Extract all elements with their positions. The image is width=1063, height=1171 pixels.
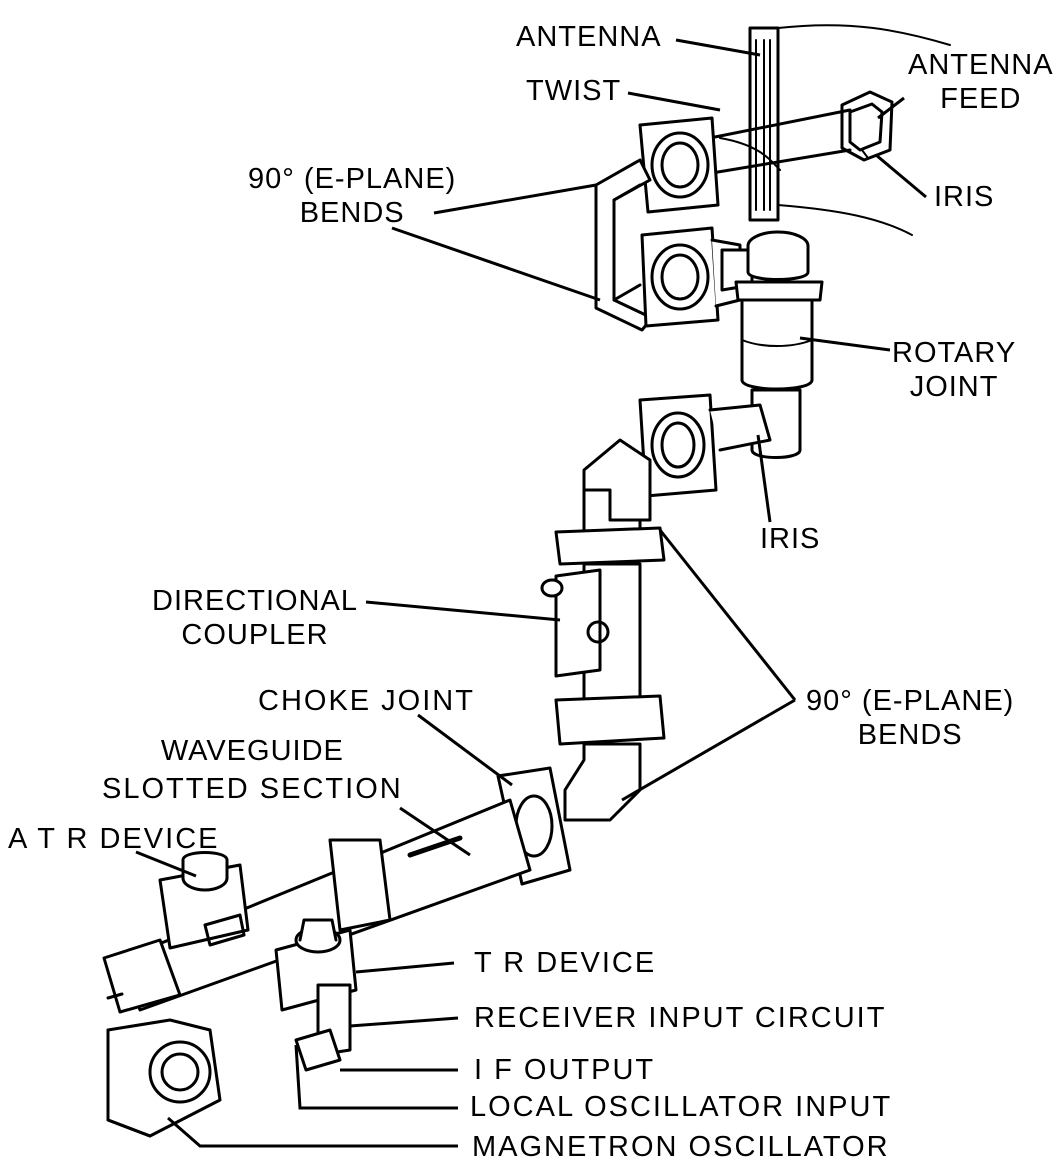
label-waveguide-slotted-section: WAVEGUIDE SLOTTED SECTION	[102, 735, 403, 805]
label-upper-bends: 90° (E-PLANE) BENDS	[248, 163, 457, 229]
antenna-feed	[840, 90, 894, 162]
tr-device	[274, 918, 358, 1072]
label-if-output: I F OUTPUT	[474, 1054, 656, 1086]
upper-bends	[594, 116, 742, 332]
label-local-oscillator-input: LOCAL OSCILLATOR INPUT	[470, 1091, 893, 1123]
label-magnetron-oscillator: MAGNETRON OSCILLATOR	[472, 1131, 890, 1163]
twist-section	[698, 108, 852, 177]
rotary-joint	[720, 230, 824, 459]
label-choke-joint: CHOKE JOINT	[258, 685, 475, 717]
magnetron-oscillator	[106, 1018, 222, 1138]
lower-bend	[563, 742, 642, 822]
directional-coupler-section	[540, 526, 666, 746]
leader-lines	[135, 38, 927, 1148]
label-iris-top: IRIS	[934, 181, 995, 213]
label-directional-coupler: DIRECTIONAL COUPLER	[152, 585, 358, 651]
label-antenna: ANTENNA	[516, 21, 662, 53]
label-receiver-input-circuit: RECEIVER INPUT CIRCUIT	[474, 1002, 887, 1034]
label-antenna-feed: ANTENNA FEED	[908, 49, 1054, 115]
slotted-section	[102, 798, 532, 1014]
label-iris-middle: IRIS	[760, 523, 821, 555]
label-rotary-joint: ROTARY JOINT	[892, 337, 1017, 403]
label-tr-device: T R DEVICE	[474, 947, 657, 979]
atr-device	[158, 851, 250, 950]
label-twist: TWIST	[526, 75, 622, 107]
label-atr-device: A T R DEVICE	[8, 823, 220, 855]
middle-bend	[582, 393, 772, 542]
label-middle-bends: 90° (E-PLANE) BENDS	[806, 685, 1015, 751]
